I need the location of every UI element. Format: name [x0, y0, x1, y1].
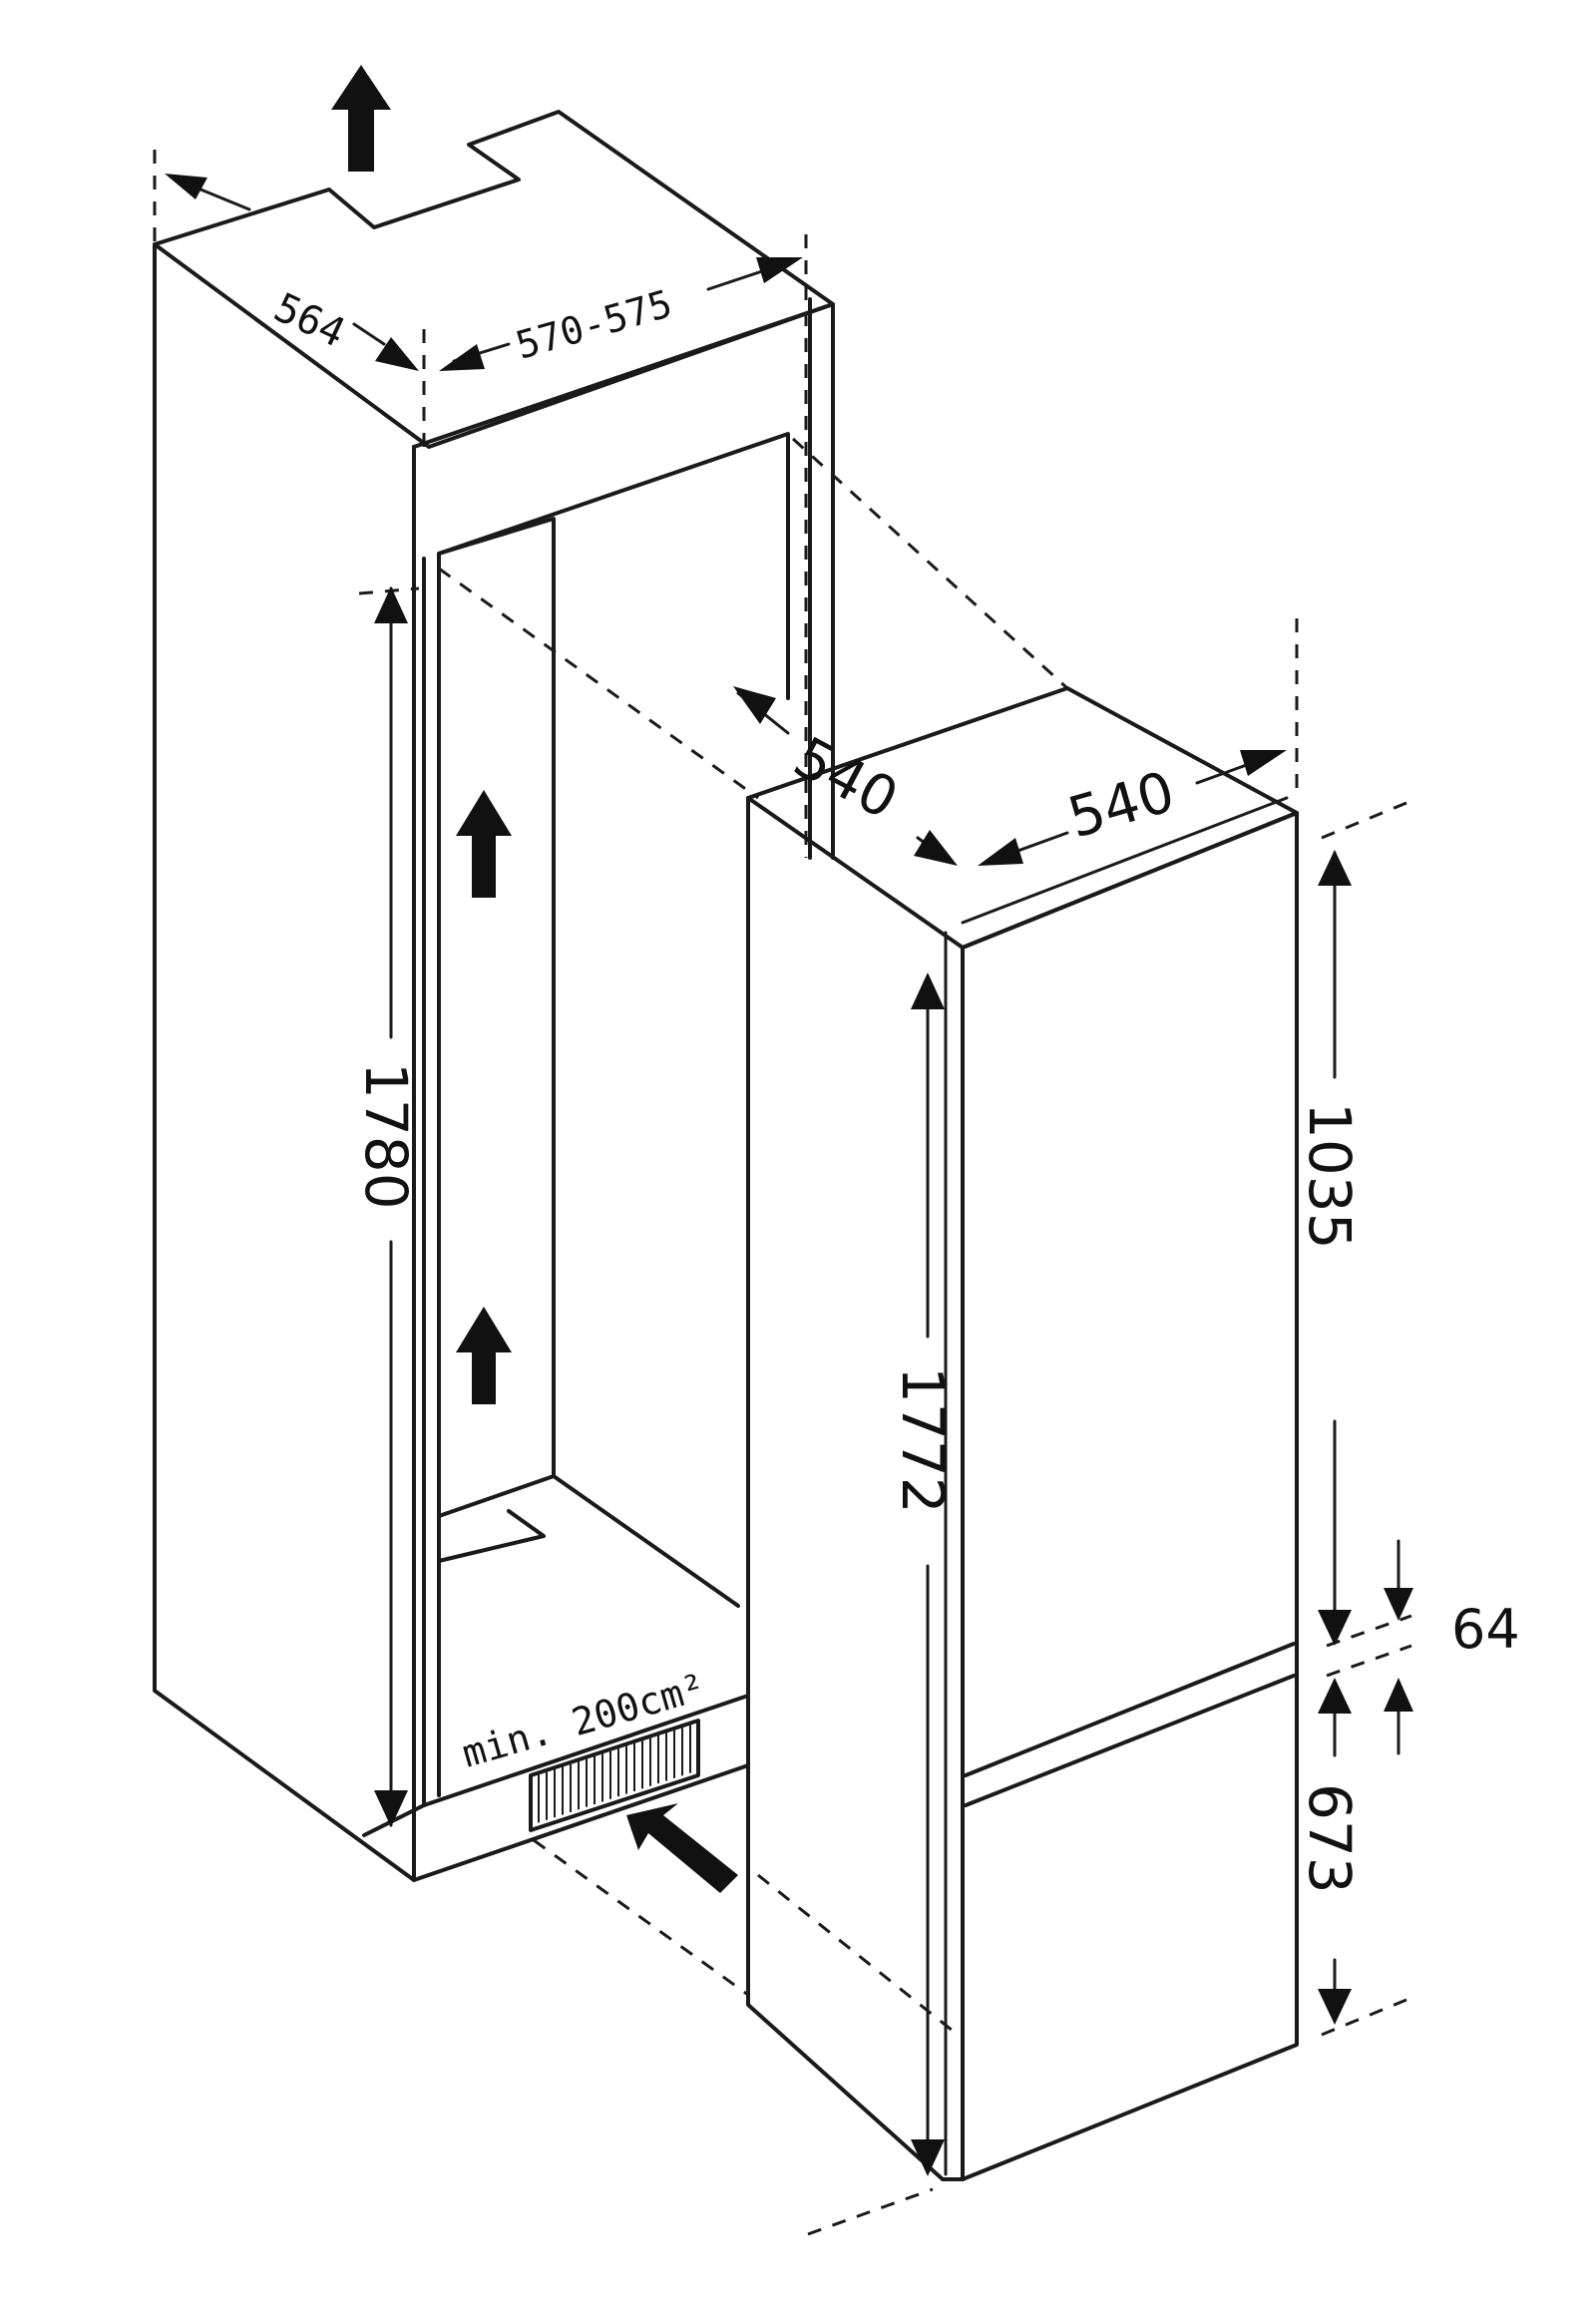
vent-grille-frame — [529, 1719, 700, 1832]
appliance-depth-label: 540 — [783, 725, 908, 833]
appliance-body — [746, 686, 1299, 2181]
arrow-up-icon — [456, 790, 512, 898]
cabinet-niche — [153, 110, 835, 1882]
bottom-section-height-label: 673 — [1296, 1783, 1364, 1894]
niche-width-label: 570-575 — [511, 281, 676, 367]
appliance-width-label: 540 — [1061, 760, 1182, 852]
gap-label: 64 — [1451, 1598, 1520, 1661]
projection-lines — [153, 150, 1412, 2236]
arrow-up-icon — [331, 65, 391, 172]
dimension-lines — [165, 174, 1413, 2176]
niche-height-label: 1780 — [352, 1062, 420, 1210]
vent-grille-icon — [538, 1725, 691, 1823]
arrow-up-icon — [456, 1307, 512, 1404]
top-section-height-label: 1035 — [1296, 1102, 1364, 1250]
appliance-height-label: 1772 — [889, 1366, 957, 1514]
niche-depth-label: 564 — [267, 284, 352, 356]
arrow-in-icon — [626, 1803, 738, 1893]
